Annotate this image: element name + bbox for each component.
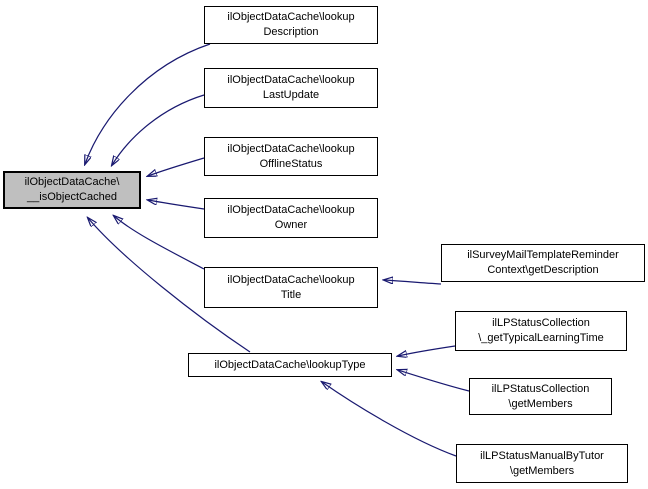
edge-lookuplastupdate-to-isobjectcached — [112, 94, 205, 165]
edge-lpmanualbytutorgetmembers-to-lookuptype — [322, 382, 457, 457]
node-label-line: Context\getDescription — [487, 264, 599, 276]
node-label-line: ilSurveyMailTemplateReminder — [467, 249, 619, 261]
node-label-line: Owner — [274, 219, 308, 231]
node-label-line: ilLPStatusCollection — [492, 317, 590, 329]
edge-lpcollectiongetmembers-to-lookuptype — [398, 370, 470, 392]
node-label-line: ilObjectDataCache\lookupType — [214, 358, 366, 371]
node-lookupdescription[interactable]: ilObjectDataCache\lookup Description — [204, 6, 378, 44]
node-label-line: ilObjectDataCache\lookup — [227, 142, 355, 155]
node-label-line: ilLPStatusCollection — [491, 382, 590, 395]
node-label-line: LastUpdate — [262, 89, 320, 101]
edge-lookupdescription-to-isobjectcached — [85, 43, 211, 164]
node-label-line: ilObjectDataCache\lookup — [227, 74, 355, 86]
node-isobjectcached[interactable]: ilObjectDataCache\ __isObjectCached — [3, 171, 141, 209]
node-lookuplastupdate[interactable]: ilObjectDataCache\lookup LastUpdate — [204, 68, 378, 108]
node-lookupowner[interactable]: ilObjectDataCache\lookup Owner — [204, 198, 378, 238]
node-label-line: __isObjectCached — [27, 191, 117, 203]
node-lpcollectiontypicaltime[interactable]: ilLPStatusCollection \_getTypicalLearnin… — [455, 311, 627, 351]
edge-lookupowner-to-isobjectcached — [148, 200, 205, 210]
node-label-line: ilObjectDataCache\lookup — [227, 273, 355, 286]
node-label-line: \_getTypicalLearningTime — [478, 332, 604, 344]
node-label-line: ilObjectDataCache\lookup — [227, 11, 355, 23]
edge-surveygetdescription-to-lookuptitle — [384, 280, 442, 285]
edge-lpcollectiontypicaltime-to-lookuptype — [398, 345, 456, 356]
node-lookuptype[interactable]: ilObjectDataCache\lookupType — [188, 353, 392, 377]
node-lookupofflinestatus[interactable]: ilObjectDataCache\lookup OfflineStatus — [204, 137, 378, 176]
node-label-line: ilObjectDataCache\ — [24, 176, 120, 188]
edge-lookuptitle-to-isobjectcached — [114, 216, 205, 270]
edge-lookuptype-to-isobjectcached — [88, 218, 251, 353]
node-label-line: ilObjectDataCache\lookup — [227, 204, 355, 216]
node-lpmanualbytutorgetmembers[interactable]: ilLPStatusManualByTutor \getMembers — [456, 444, 628, 483]
node-lookuptitle[interactable]: ilObjectDataCache\lookup Title — [204, 267, 378, 308]
node-lpcollectiongetmembers[interactable]: ilLPStatusCollection \getMembers — [469, 378, 612, 415]
node-label-line: \getMembers — [508, 397, 573, 410]
node-label-line: ilLPStatusManualByTutor — [480, 449, 604, 462]
node-surveygetdescription[interactable]: ilSurveyMailTemplateReminder Context\get… — [441, 244, 645, 282]
node-label-line: OfflineStatus — [259, 157, 323, 170]
node-label-line: Description — [263, 26, 319, 38]
node-label-line: Title — [280, 288, 302, 301]
edge-lookupofflinestatus-to-isobjectcached — [148, 157, 205, 176]
node-label-line: \getMembers — [509, 464, 575, 477]
